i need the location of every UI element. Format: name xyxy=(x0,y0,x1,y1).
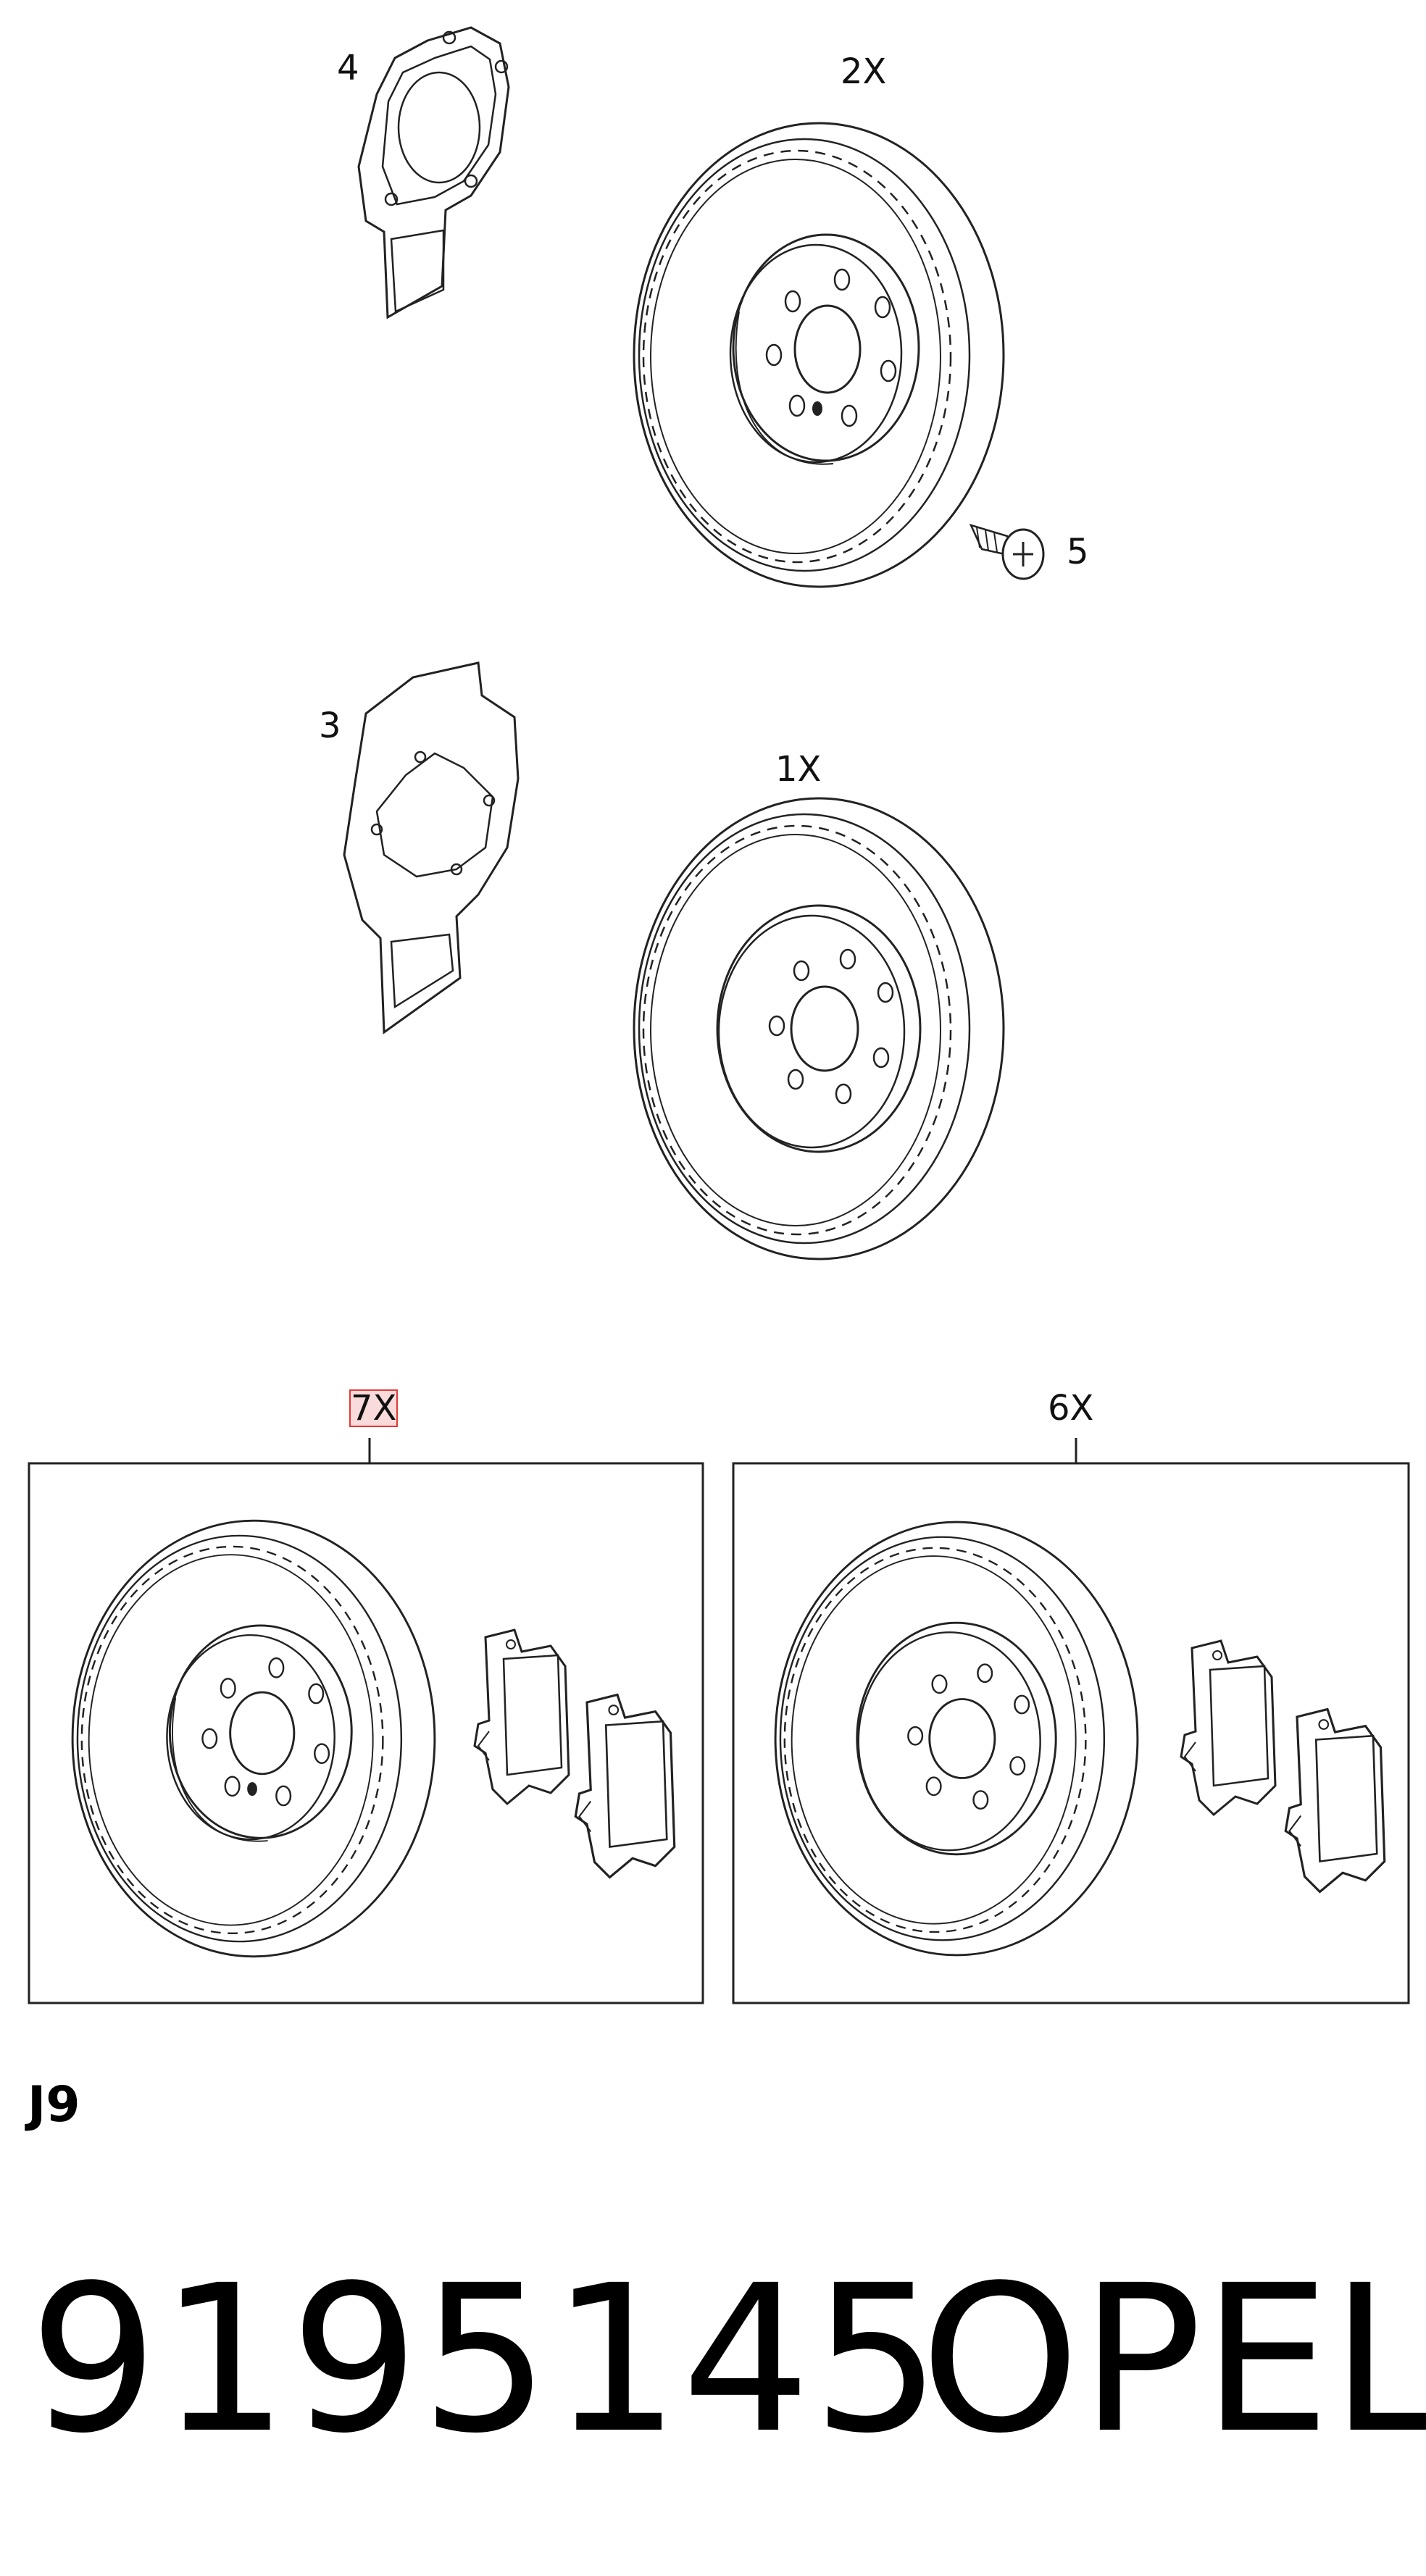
section-code: J9 xyxy=(28,2076,80,2133)
kit-6x-pad-inner xyxy=(1180,1639,1277,1816)
callout-kit-left: 7X xyxy=(349,1388,399,1429)
callout-kit-right: 6X xyxy=(1048,1388,1094,1429)
callout-shield-lower: 3 xyxy=(319,706,341,746)
brand-name: OPEL xyxy=(920,2242,1426,2478)
retaining-screw xyxy=(969,524,1045,580)
kit-7x-pad-inner xyxy=(473,1628,570,1805)
splash-shield-lower xyxy=(343,661,520,1034)
callout-rotor-lower: 1X xyxy=(775,749,822,790)
kit-7x-frame xyxy=(28,1462,704,2004)
callout-shield-upper: 4 xyxy=(337,48,359,88)
part-number: 9195145 xyxy=(29,2242,943,2478)
callout-screw: 5 xyxy=(1067,532,1089,572)
brake-rotor-lower xyxy=(633,797,1005,1260)
kit-6x-pad-outer xyxy=(1284,1707,1386,1894)
callout-rotor-upper: 2X xyxy=(841,51,887,92)
kit-6x-frame xyxy=(732,1462,1410,2004)
kit-6x-rotor xyxy=(774,1521,1139,1957)
kit-7x-rotor xyxy=(71,1519,436,1958)
splash-shield-upper xyxy=(357,26,510,319)
kit-7x-pad-outer xyxy=(574,1693,676,1879)
brake-rotor-upper xyxy=(633,122,1005,588)
